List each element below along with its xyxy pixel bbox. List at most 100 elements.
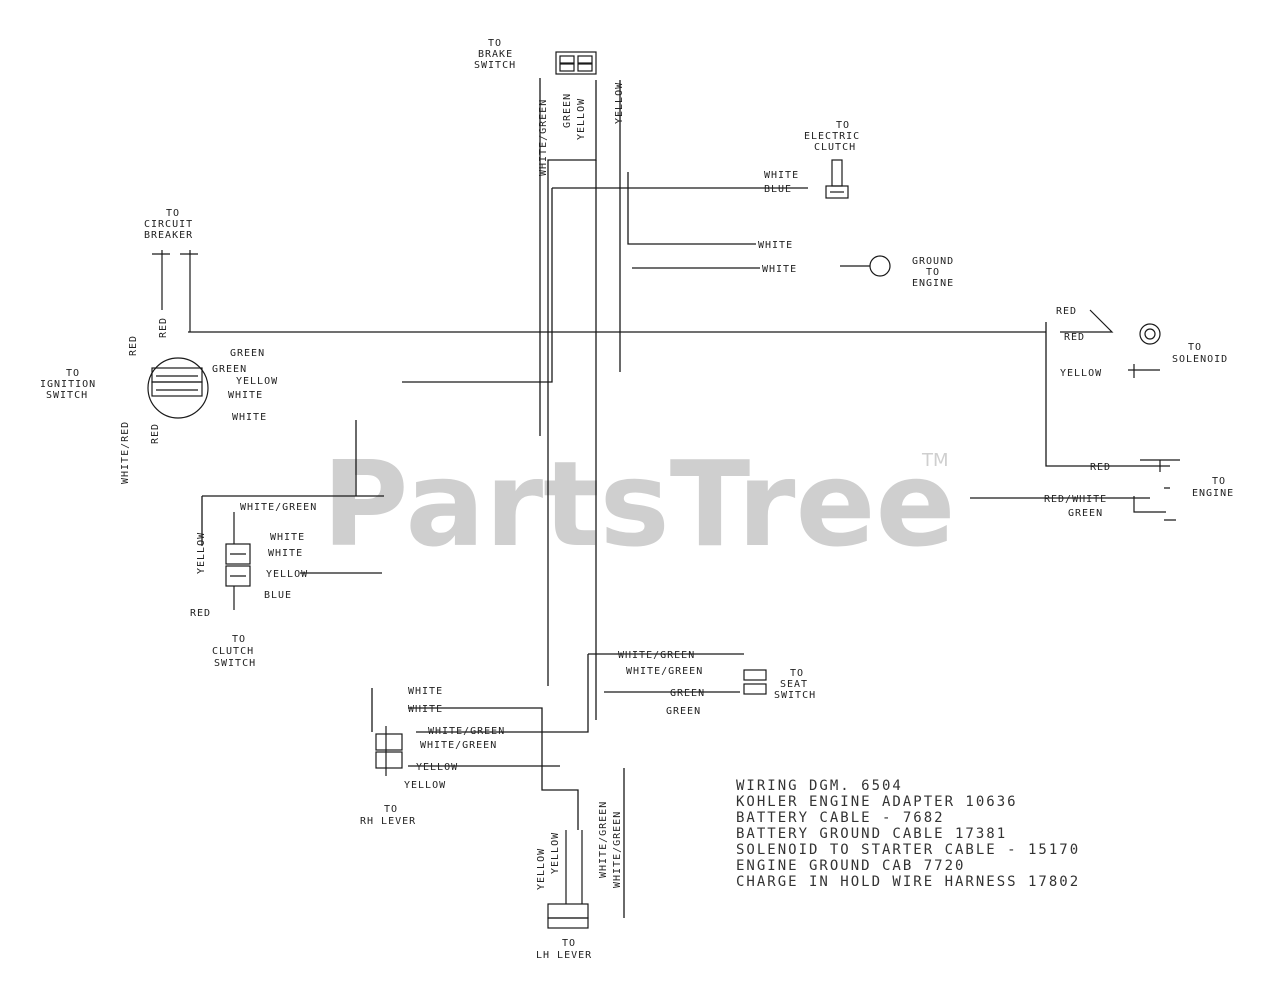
svg-text:WHITE/GREEN: WHITE/GREEN <box>598 801 609 878</box>
label-lh-lever: TO LH LEVER <box>536 938 591 961</box>
svg-text:WHITE: WHITE <box>232 412 267 423</box>
svg-text:YELLOW: YELLOW <box>536 848 547 890</box>
svg-text:WHITE/GREEN: WHITE/GREEN <box>618 650 695 661</box>
svg-text:RED: RED <box>158 317 169 338</box>
svg-text:TO: TO <box>66 368 80 379</box>
svg-text:TO: TO <box>836 120 850 131</box>
clutch-switch-connector <box>225 512 251 610</box>
svg-text:GREEN: GREEN <box>230 348 265 359</box>
parts-legend: WIRING DGM. 6504 KOHLER ENGINE ADAPTER 1… <box>736 778 1080 890</box>
label-electric-clutch: TO ELECTRIC CLUTCH <box>804 120 860 153</box>
svg-text:YELLOW: YELLOW <box>236 376 278 387</box>
svg-text:TO: TO <box>384 804 398 815</box>
svg-text:BREAKER: BREAKER <box>144 230 193 241</box>
svg-text:GREEN: GREEN <box>212 364 247 375</box>
svg-text:GREEN: GREEN <box>670 688 705 699</box>
rh-lever-connector <box>375 726 403 776</box>
svg-text:YELLOW: YELLOW <box>550 832 561 874</box>
svg-text:RED/WHITE: RED/WHITE <box>1044 494 1107 505</box>
lh-lever-connector <box>547 830 589 929</box>
svg-text:RED: RED <box>190 608 211 619</box>
svg-text:CIRCUIT: CIRCUIT <box>144 219 193 230</box>
svg-text:TO: TO <box>488 38 502 49</box>
brake-switch-connector <box>555 51 597 75</box>
legend-line-4: BATTERY GROUND CABLE 17381 <box>736 826 1007 842</box>
svg-text:WHITE/RED: WHITE/RED <box>120 421 131 484</box>
svg-text:CLUTCH: CLUTCH <box>814 142 856 153</box>
electric-clutch-connector <box>825 159 849 199</box>
svg-text:WHITE/GREEN: WHITE/GREEN <box>420 740 497 751</box>
svg-text:YELLOW: YELLOW <box>266 569 308 580</box>
solenoid-terminal <box>1060 309 1161 378</box>
watermark-brand: PartsTree <box>322 435 956 573</box>
svg-text:RED: RED <box>1064 332 1085 343</box>
legend-line-1: WIRING DGM. 6504 <box>736 778 903 794</box>
ignition-switch-connector <box>147 250 209 419</box>
svg-text:WHITE/GREEN: WHITE/GREEN <box>538 99 549 176</box>
svg-text:YELLOW: YELLOW <box>404 780 446 791</box>
svg-text:CLUTCH: CLUTCH <box>212 646 254 657</box>
svg-text:YELLOW: YELLOW <box>614 82 625 124</box>
svg-text:WHITE/GREEN: WHITE/GREEN <box>612 811 623 888</box>
svg-text:BLUE: BLUE <box>764 184 792 195</box>
svg-text:ENGINE: ENGINE <box>1192 488 1234 499</box>
ground-ring-terminal <box>840 255 891 277</box>
svg-text:SWITCH: SWITCH <box>474 60 516 71</box>
legend-line-7: CHARGE IN HOLD WIRE HARNESS 17802 <box>736 874 1080 890</box>
seat-switch-connector <box>743 669 767 695</box>
svg-text:TO: TO <box>562 938 576 949</box>
label-solenoid: TO SOLENOID <box>1172 342 1228 365</box>
svg-text:YELLOW: YELLOW <box>576 98 587 140</box>
legend-line-6: ENGINE GROUND CAB 7720 <box>736 858 965 874</box>
svg-text:GREEN: GREEN <box>666 706 701 717</box>
engine-connector <box>1133 459 1180 521</box>
label-brake-switch: TO BRAKE SWITCH <box>474 38 516 71</box>
svg-text:YELLOW: YELLOW <box>416 762 458 773</box>
svg-text:WHITE: WHITE <box>758 240 793 251</box>
svg-text:TO: TO <box>1188 342 1202 353</box>
wire-labels: WHITE BLUE WHITE WHITE RED RED YELLOW RE… <box>190 170 1110 791</box>
svg-text:RED: RED <box>1056 306 1077 317</box>
svg-text:GREEN: GREEN <box>562 93 573 128</box>
label-circuit-breaker: TO CIRCUIT BREAKER <box>144 208 193 241</box>
svg-text:RED: RED <box>150 423 161 444</box>
svg-text:TO: TO <box>790 668 804 679</box>
svg-text:WHITE/GREEN: WHITE/GREEN <box>428 726 505 737</box>
label-seat-switch: TO SEAT SWITCH <box>774 668 816 701</box>
label-engine: TO ENGINE <box>1192 476 1234 499</box>
svg-text:WHITE: WHITE <box>270 532 305 543</box>
svg-text:WHITE: WHITE <box>228 390 263 401</box>
svg-text:WHITE/GREEN: WHITE/GREEN <box>240 502 317 513</box>
svg-text:GREEN: GREEN <box>1068 508 1103 519</box>
svg-text:YELLOW: YELLOW <box>196 532 207 574</box>
svg-text:WHITE: WHITE <box>408 686 443 697</box>
svg-text:IGNITION: IGNITION <box>40 379 96 390</box>
legend-line-5: SOLENOID TO STARTER CABLE - 15170 <box>736 842 1080 858</box>
svg-text:SWITCH: SWITCH <box>774 690 816 701</box>
svg-text:SOLENOID: SOLENOID <box>1172 354 1228 365</box>
wire-labels-vertical: WHITE/GREEN GREEN YELLOW YELLOW RED RED … <box>120 82 625 890</box>
svg-text:TO: TO <box>166 208 180 219</box>
label-clutch-switch: TO CLUTCH SWITCH <box>212 634 256 669</box>
legend-line-3: BATTERY CABLE - 7682 <box>736 810 945 826</box>
svg-text:ENGINE: ENGINE <box>912 278 954 289</box>
watermark-tm: TM <box>921 450 949 471</box>
svg-text:RH LEVER: RH LEVER <box>360 816 416 827</box>
svg-text:TO: TO <box>926 267 940 278</box>
svg-text:YELLOW: YELLOW <box>1060 368 1102 379</box>
svg-text:WHITE: WHITE <box>764 170 799 181</box>
svg-text:RED: RED <box>128 335 139 356</box>
wire-runs <box>188 78 1170 918</box>
svg-text:BRAKE: BRAKE <box>478 49 513 60</box>
svg-text:GROUND: GROUND <box>912 256 954 267</box>
svg-text:WHITE: WHITE <box>762 264 797 275</box>
svg-text:TO: TO <box>1212 476 1226 487</box>
svg-text:SWITCH: SWITCH <box>46 390 88 401</box>
svg-text:SWITCH: SWITCH <box>214 658 256 669</box>
svg-text:WHITE/GREEN: WHITE/GREEN <box>626 666 703 677</box>
svg-text:WHITE: WHITE <box>268 548 303 559</box>
legend-line-2: KOHLER ENGINE ADAPTER 10636 <box>736 794 1018 810</box>
label-ground-engine: GROUND TO ENGINE <box>912 256 954 289</box>
svg-text:ELECTRIC: ELECTRIC <box>804 131 860 142</box>
